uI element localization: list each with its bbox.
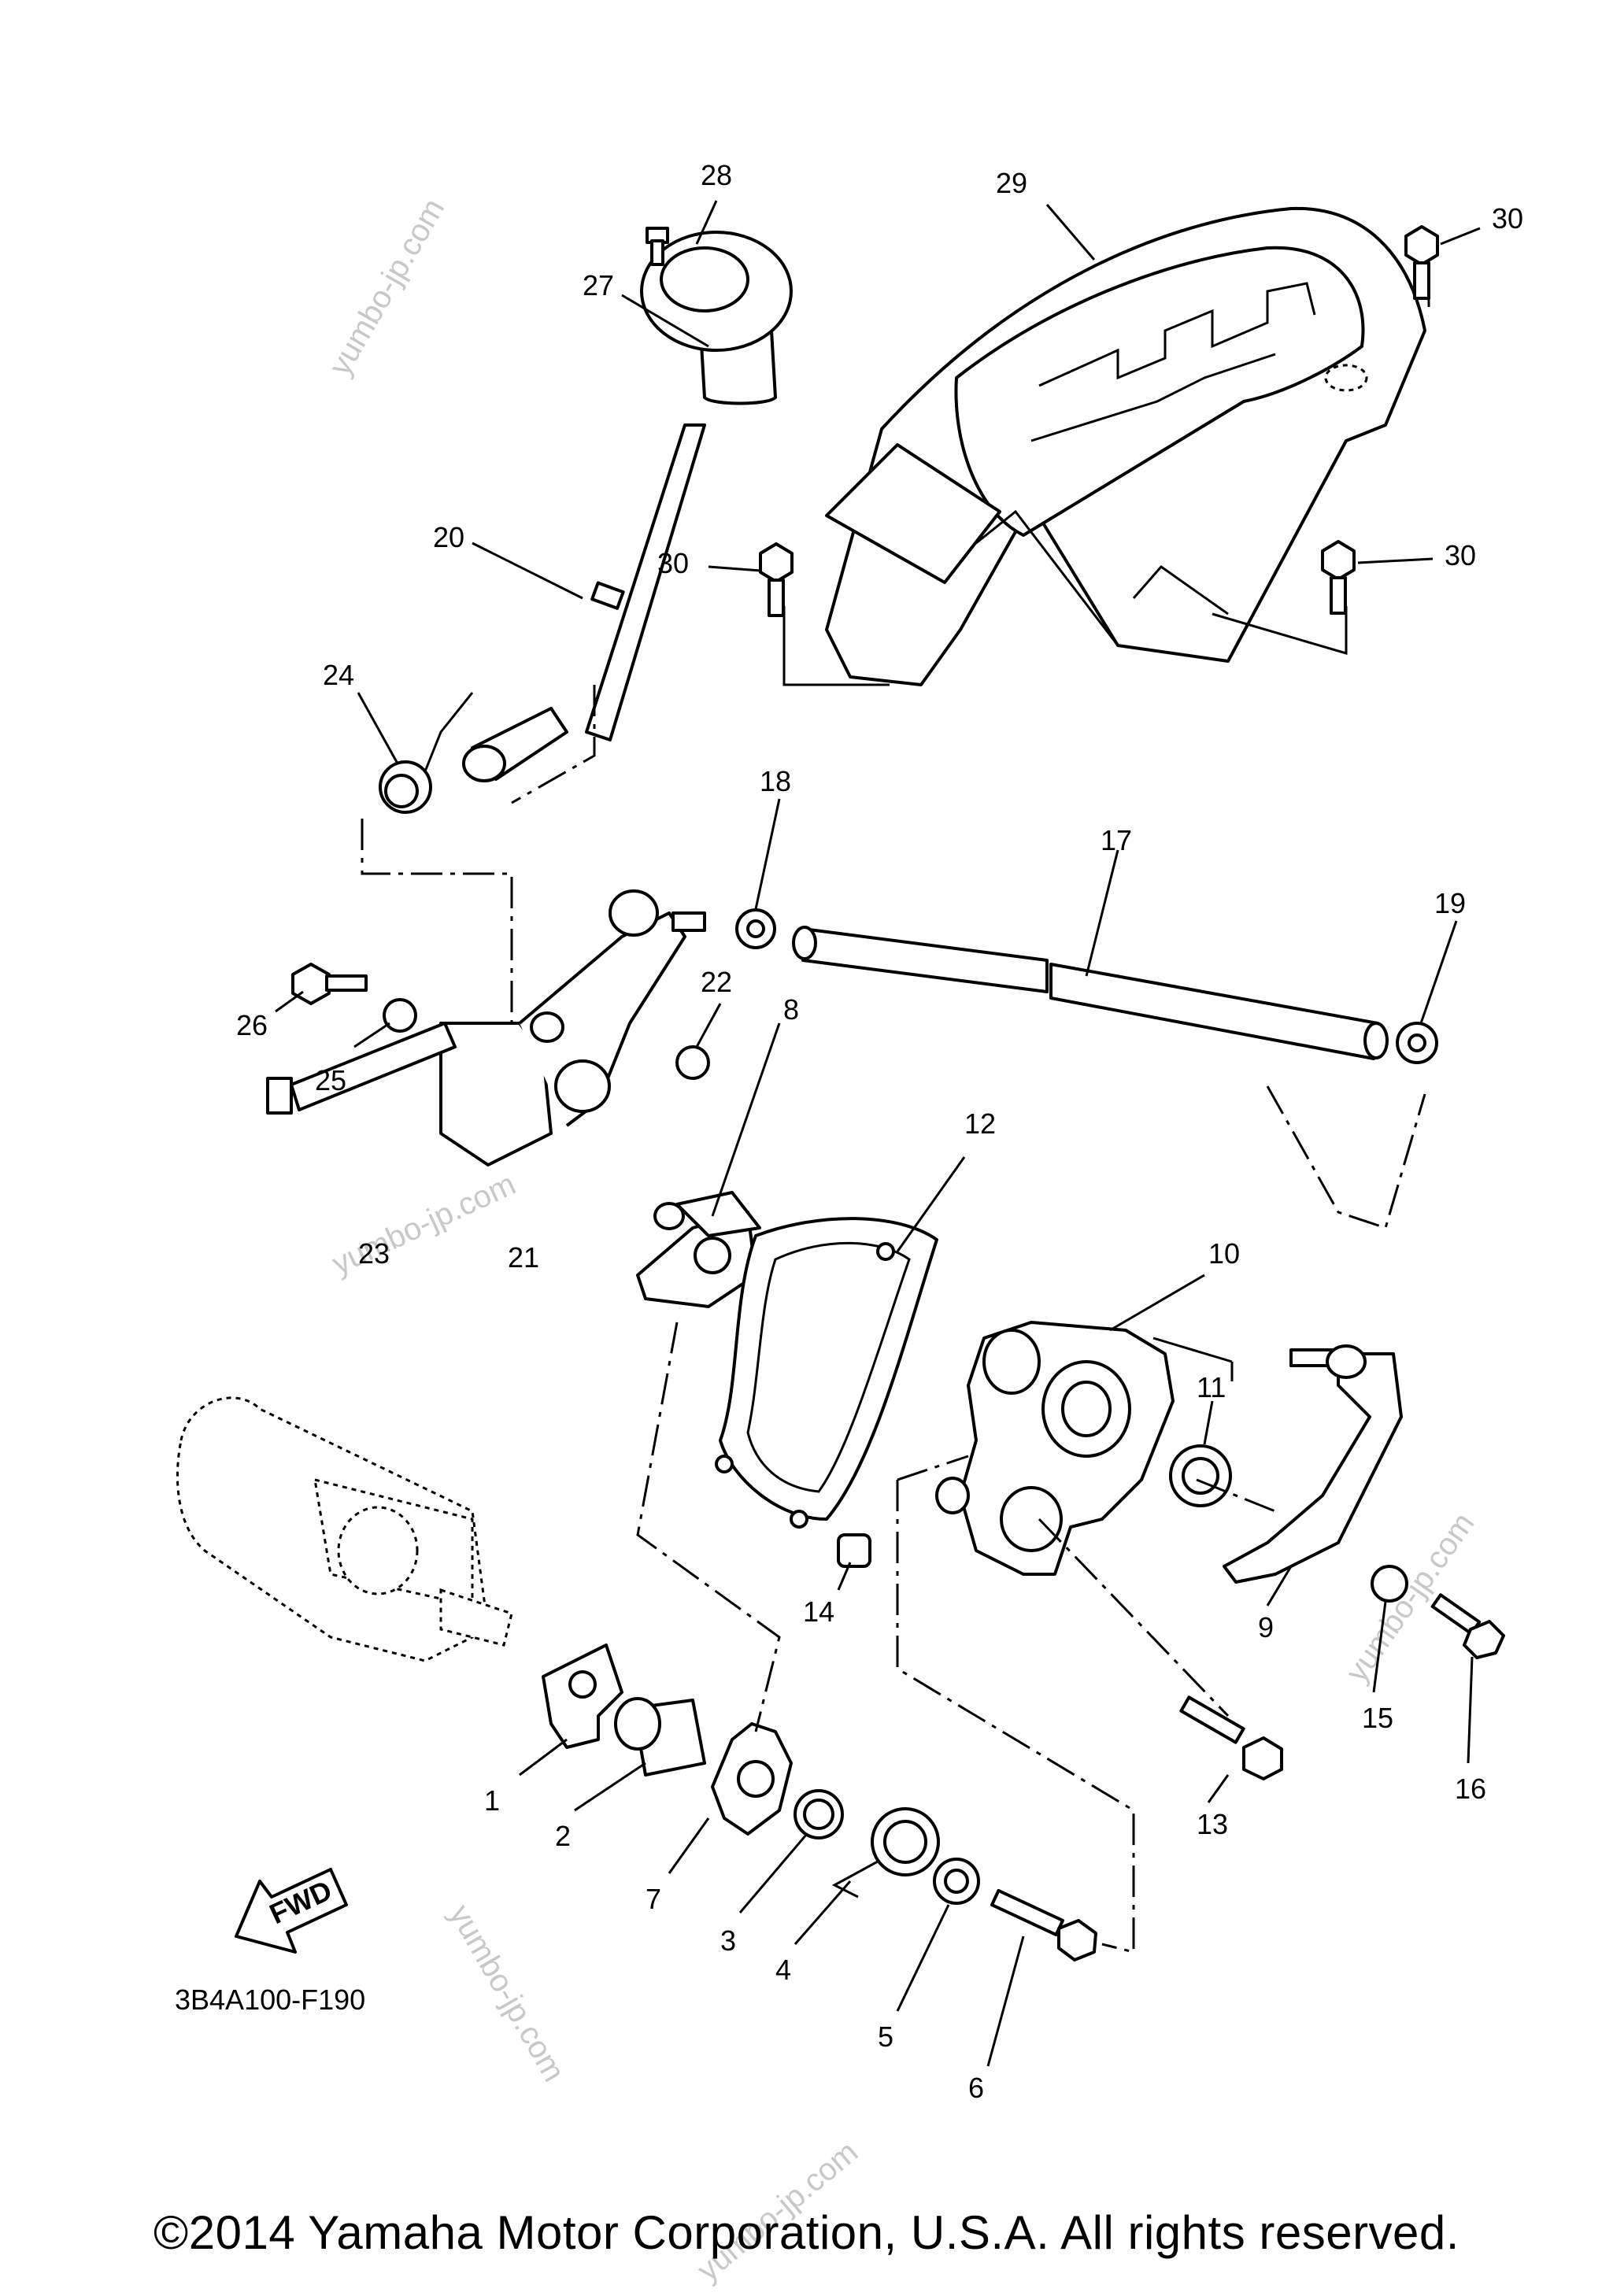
callout-24: 24: [323, 659, 354, 691]
callout-27: 27: [583, 269, 614, 301]
segment-7: [711, 1722, 793, 1836]
watermark: yumbo-jp.com: [327, 1166, 520, 1281]
callout-25: 25: [315, 1064, 346, 1096]
callouts: 1 2 3 4 5 6 7 8 9 10 11 12 13 14 15 16 1…: [236, 159, 1523, 2104]
shift-knob: [640, 231, 793, 405]
bolt-6: [990, 1888, 1097, 1961]
drum-segment-1: [542, 1643, 623, 1749]
shift-housing: [935, 1321, 1175, 1576]
shift-shaft: [792, 926, 1389, 1060]
callout-12: 12: [964, 1107, 996, 1140]
callout-18: 18: [760, 765, 791, 797]
callout-9: 9: [1258, 1611, 1274, 1643]
diagram-code: 3B4A100-F190: [175, 1984, 366, 2016]
callout-8: 8: [783, 993, 799, 1026]
washer-15: [1371, 1565, 1408, 1603]
bolt-23: [266, 1022, 457, 1115]
callout-7: 7: [646, 1883, 661, 1915]
callout-23: 23: [358, 1237, 390, 1270]
spring-24: [379, 692, 474, 814]
watermark: yumbo-jp.com: [442, 1899, 572, 2088]
shift-guide-cover: [825, 206, 1426, 686]
callout-29: 29: [996, 167, 1027, 199]
shift-segment: [636, 1191, 761, 1308]
bolt-16: [1430, 1593, 1505, 1659]
callout-30: 30: [657, 547, 689, 579]
leader-lines: [275, 200, 1481, 2067]
copyright-notice: ©2014 Yamaha Motor Corporation, U.S.A. A…: [154, 2206, 1459, 2259]
dowel-14: [837, 1533, 871, 1568]
callout-1: 1: [484, 1784, 500, 1817]
callout-14: 14: [803, 1595, 834, 1628]
callout-17: 17: [1101, 824, 1132, 856]
callout-19: 19: [1434, 887, 1466, 919]
callout-11: 11: [1197, 1371, 1226, 1403]
stopper-lever: [1223, 1344, 1403, 1584]
callout-30: 30: [1492, 202, 1523, 235]
spring-4: [831, 1807, 940, 1899]
washer-25: [383, 998, 417, 1033]
washer-5: [933, 1858, 980, 1905]
callout-22: 22: [701, 966, 732, 998]
callout-15: 15: [1362, 1702, 1393, 1734]
washer-3: [794, 1789, 844, 1839]
collar-2: [614, 1697, 706, 1777]
bolt-26: [291, 963, 368, 1005]
shift-drum: [176, 1396, 513, 1662]
watermark: yumbo-jp.com: [323, 193, 452, 382]
callout-28: 28: [701, 159, 732, 191]
callout-2: 2: [555, 1820, 571, 1852]
callout-16: 16: [1455, 1773, 1486, 1805]
shift-arm: [439, 889, 706, 1166]
assembly-guides: [636, 1085, 1426, 1954]
callout-4: 4: [775, 1954, 791, 1986]
gasket: [715, 1217, 938, 1529]
callout-30: 30: [1445, 539, 1476, 571]
washer-22: [675, 1045, 710, 1080]
callout-3: 3: [720, 1924, 736, 1957]
callout-6: 6: [968, 2072, 984, 2104]
callout-5: 5: [878, 2021, 893, 2053]
bolts-30: [759, 225, 1439, 686]
nut-19: [1396, 1022, 1438, 1064]
callout-10: 10: [1208, 1237, 1240, 1270]
bolt-13: [1179, 1695, 1283, 1780]
screw-28: [646, 227, 669, 266]
shift-lever: [462, 423, 706, 782]
watermark: yumbo-jp.com: [1339, 1507, 1481, 1688]
callout-21: 21: [508, 1241, 539, 1274]
nut-18: [735, 908, 776, 949]
oil-seal: [1169, 1444, 1232, 1507]
callout-20: 20: [433, 521, 464, 553]
callout-26: 26: [236, 1009, 268, 1041]
fwd-arrow-icon: FWD: [235, 1868, 348, 1954]
callout-13: 13: [1197, 1808, 1228, 1840]
guide-line: [361, 819, 513, 1039]
guide-line: [511, 685, 596, 804]
